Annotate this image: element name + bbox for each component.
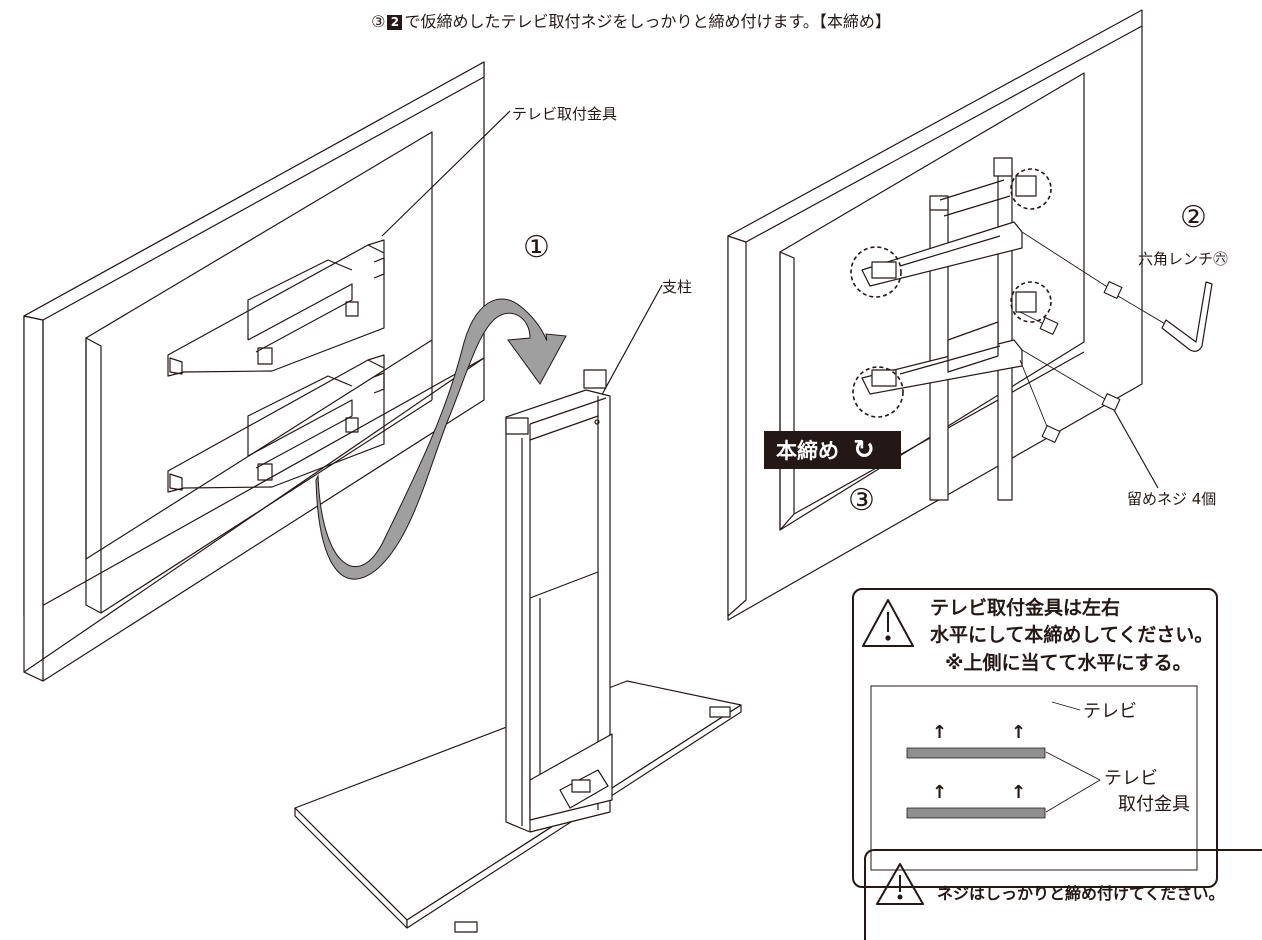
upper-tv-bracket bbox=[167, 239, 385, 377]
instruction-prefix: ③ bbox=[371, 12, 386, 31]
lower-tv-bracket bbox=[167, 354, 385, 493]
caution-box bbox=[852, 588, 1218, 888]
mount-arrow bbox=[315, 298, 567, 580]
fixing-screws bbox=[1039, 281, 1123, 443]
fixing-screws-label: 留めネジ 4個 bbox=[1127, 490, 1217, 508]
right-lower-bracket bbox=[861, 321, 1023, 395]
caution-line-2: 水平にして本締めしてください。 bbox=[930, 624, 1214, 646]
inset-bracket-label-2: 取付金具 bbox=[1118, 794, 1190, 815]
tv-bracket-label: テレビ取付金具 bbox=[512, 105, 618, 123]
warning-triangle-icon-1 bbox=[862, 599, 914, 647]
up-arrow-3: ↑ bbox=[932, 782, 948, 803]
left-tv-panel bbox=[23, 61, 485, 682]
up-arrow-1: ↑ bbox=[932, 722, 948, 743]
lower-bracket-bar bbox=[906, 807, 1046, 819]
caution-line-1: テレビ取付金具は左右 bbox=[930, 597, 1121, 619]
stand-pillar bbox=[505, 369, 613, 833]
tighten-label: 本締め bbox=[776, 439, 839, 463]
hex-wrench-shape bbox=[1161, 281, 1213, 352]
screw-guide-lines bbox=[1019, 231, 1173, 435]
step-3-marker: ③ bbox=[848, 483, 875, 518]
tighten-badge: 本締め ↻ bbox=[764, 431, 901, 469]
caution-line-3: ※上側に当てて水平にする。 bbox=[945, 652, 1192, 674]
pillar-label: 支柱 bbox=[662, 278, 693, 296]
inset-bracket-label-1: テレビ bbox=[1104, 768, 1158, 789]
upper-bracket-bar bbox=[906, 747, 1046, 759]
step-2-marker: ② bbox=[1180, 200, 1207, 235]
caution-box-2 bbox=[864, 849, 1262, 940]
pillar-leader bbox=[598, 284, 663, 401]
warning-triangle-icon-2 bbox=[876, 863, 924, 905]
instruction-body: で仮締めしたテレビ取付ネジをしっかりと締め付けます。【本締め】 bbox=[404, 12, 891, 31]
inset-tv-label: テレビ bbox=[1083, 701, 1137, 722]
up-arrow-2: ↑ bbox=[1011, 722, 1027, 743]
hex-wrench-label: 六角レンチ㊅ bbox=[1138, 250, 1229, 268]
inset-frame bbox=[870, 685, 1198, 871]
clockwise-arrow-icon: ↻ bbox=[853, 435, 875, 465]
step-1-marker: ① bbox=[523, 230, 550, 265]
caution-2-text: ネジはしっかりと締め付けてください。 bbox=[937, 884, 1225, 903]
right-upper-bracket bbox=[861, 175, 1037, 313]
tv-bracket-leader bbox=[381, 110, 511, 237]
up-arrow-4: ↑ bbox=[1011, 782, 1027, 803]
screws-leader bbox=[1113, 409, 1159, 489]
screw-location-markers bbox=[850, 168, 1052, 418]
step-badge: 2 bbox=[387, 15, 403, 30]
